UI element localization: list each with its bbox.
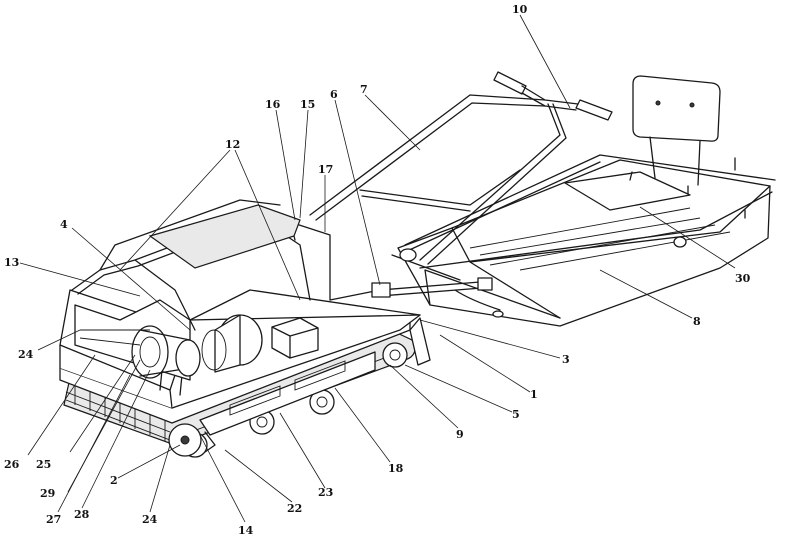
callout-22: 22 <box>287 502 302 515</box>
callout-4: 4 <box>60 218 68 231</box>
callout-17: 17 <box>318 163 333 176</box>
callout-27: 27 <box>46 513 61 526</box>
callout-6: 6 <box>330 88 338 101</box>
callout-8: 8 <box>693 315 701 328</box>
callout-12: 12 <box>225 138 240 151</box>
callout-23: 23 <box>318 486 333 499</box>
callout-10: 10 <box>512 3 528 16</box>
callout-15: 15 <box>300 98 315 111</box>
callout-16: 16 <box>265 98 281 111</box>
callout-24-bottom: 24 <box>142 513 158 526</box>
callout-1: 1 <box>530 388 538 401</box>
callout-18: 18 <box>388 462 404 475</box>
callout-28: 28 <box>74 508 90 521</box>
callout-30: 30 <box>735 272 751 285</box>
callout-9: 9 <box>456 428 464 441</box>
tracked-tractor <box>59 199 431 458</box>
callout-2: 2 <box>110 474 118 487</box>
callout-7: 7 <box>360 83 368 96</box>
callout-13: 13 <box>4 256 19 269</box>
callout-labels: 10 7 6 16 15 12 17 4 13 30 8 3 24 1 5 9 … <box>4 3 751 537</box>
steering-handle <box>309 71 613 265</box>
sled-seat <box>564 75 721 248</box>
callout-29: 29 <box>40 487 55 500</box>
callout-14: 14 <box>238 524 254 537</box>
tow-bar <box>379 248 493 297</box>
callout-25: 25 <box>36 458 51 471</box>
callout-3: 3 <box>562 353 570 366</box>
callout-26: 26 <box>4 458 20 471</box>
callout-5: 5 <box>512 408 520 421</box>
leader-lines <box>19 14 736 523</box>
callout-24-top: 24 <box>18 348 34 361</box>
